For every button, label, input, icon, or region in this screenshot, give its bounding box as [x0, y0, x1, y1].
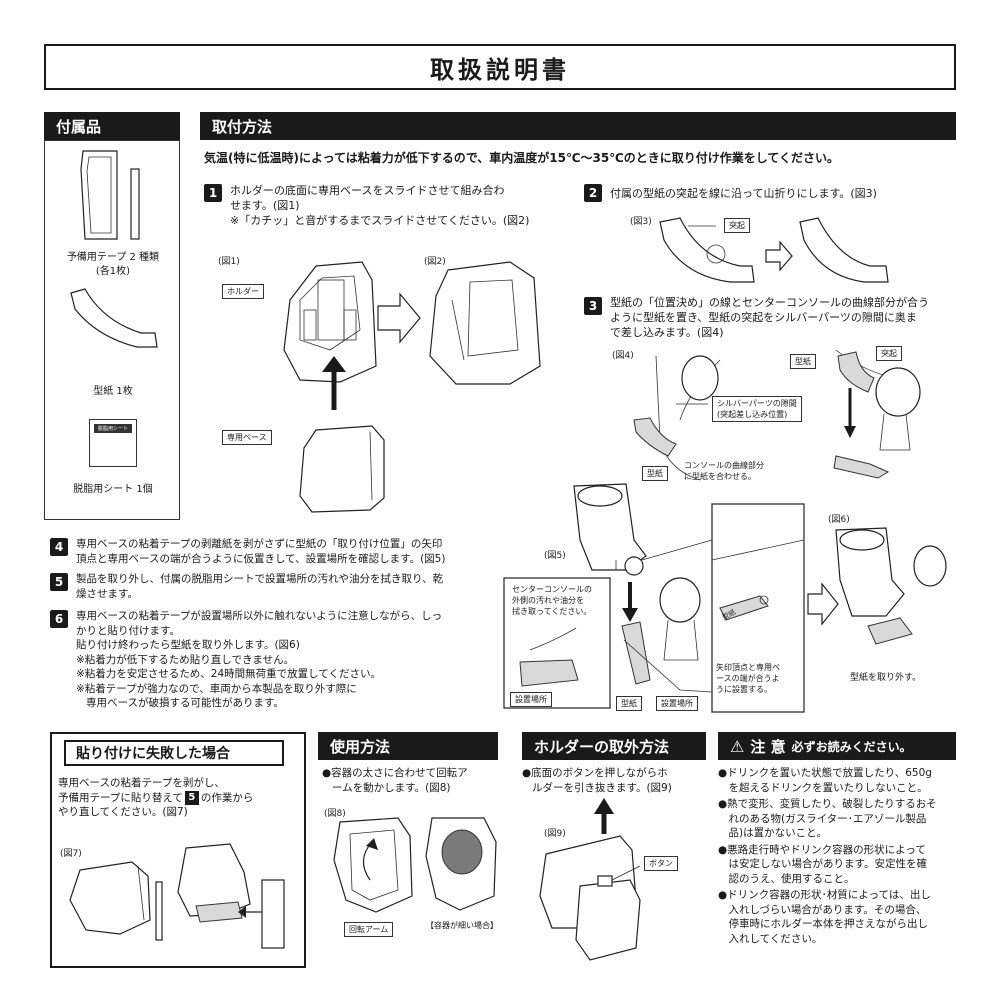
katagami-callout-fig4a: 型紙	[790, 354, 816, 369]
tape-count: (各1枚)	[95, 266, 131, 277]
page-title: 取扱説明書	[44, 44, 956, 90]
tokki-callout-fig3: 突起	[724, 218, 750, 233]
katagami-callout-fig4b: 型紙	[642, 466, 668, 481]
fig8-label: (図8)	[324, 809, 346, 819]
step-4-text: 専用ベースの粘着テープの剥離紙を剥がさずに型紙の「取り付け位置」の矢印 頂点と専…	[76, 538, 446, 565]
caution-item: ●熱で変形、変質したり、破裂したりするおそ れのある物(ガスライター･エアゾール…	[718, 798, 937, 839]
step-5-number: 5	[50, 573, 68, 591]
fig2-label: (図2)	[424, 257, 446, 267]
accessories-header: 付属品	[44, 112, 180, 140]
center-console-note: センターコンソールの 外側の汚れや油分を 拭き取ってください。	[512, 585, 592, 616]
fig9-label: (図9)	[544, 829, 566, 839]
holder-callout: ホルダー	[222, 284, 264, 299]
step-6-text: 専用ベースの粘着テープが設置場所以外に触れないように注意しながら、しっ かりと貼…	[76, 610, 443, 709]
caution-header: 注 意	[750, 737, 786, 756]
button-callout: ボタン	[644, 856, 678, 871]
template-shape	[70, 288, 158, 348]
katagami-callout-fig5: 型紙	[616, 696, 642, 711]
template-label: 型紙 1枚	[93, 386, 133, 397]
fig4-label: (図4)	[612, 351, 634, 361]
remove-template-note: 型紙を取り外す。	[850, 673, 922, 683]
step-3-number: 3	[584, 297, 602, 315]
console-curve-note: コンソールの曲線部分 に型紙を合わせる。	[684, 461, 764, 481]
step-4-number: 4	[50, 538, 68, 556]
install-place-callout-b: 設置場所	[656, 696, 698, 711]
tokki-callout-fig4: 突起	[876, 346, 902, 361]
step-2-number: 2	[584, 184, 602, 202]
fig3-label: (図3)	[630, 217, 652, 227]
failure-text: 専用ベースの粘着テープを剥がし、 予備用テープに貼り替えて 5 の作業から やり…	[58, 777, 254, 818]
step-2-text: 付属の型紙の突起を線に沿って山折りにします。(図3)	[610, 187, 877, 200]
sheet-label: 脱脂用シート 1個	[73, 484, 153, 495]
accessories-box: 予備用テープ 2 種類 (各1枚) 型紙 1枚 脱脂用シート 脱脂用シート 1個	[44, 140, 180, 520]
caution-item: ●ドリンクを置いた状態で放置したり、650g を超えるドリンクを置いたりしないこ…	[718, 767, 932, 794]
caution-item: ●悪路走行時やドリンク容器の形状によって は安定しない場合があります。安定性を確…	[718, 843, 927, 885]
caution-list: ●ドリンクを置いた状態で放置したり、650g を超えるドリンクを置いたりしないこ…	[718, 766, 964, 946]
usage-header: 使用方法	[318, 732, 498, 760]
step-6-number: 6	[50, 610, 68, 628]
install-place-callout-a: 設置場所	[510, 692, 552, 707]
arrow-apex-note: 矢印頂点と専用ベ ースの端が合うよ うに設置する。	[716, 663, 780, 694]
install-header: 取付方法	[200, 112, 956, 140]
removal-text: ●底面のボタンを押しながらホ ルダーを引き抜きます。(図9)	[522, 767, 672, 794]
caution-header-bar: ⚠ 注 意 必ずお読みください。	[718, 732, 956, 760]
tape-illustration	[70, 150, 158, 348]
failure-box	[50, 732, 306, 968]
usage-text: ●容器の太さに合わせて回転ア ームを動かします。(図8)	[322, 767, 468, 794]
removal-header: ホルダーの取外方法	[522, 732, 706, 760]
base-callout: 専用ベース	[222, 430, 272, 445]
failure-header: 貼り付けに失敗した場合	[64, 740, 284, 766]
install-intro: 気温(特に低温時)によっては粘着力が低下するので、車内温度が15℃〜35℃のとき…	[204, 151, 840, 165]
fig7-label: (図7)	[60, 849, 82, 859]
caution-item: ●ドリンク容器の形状･材質によっては、出し 入れしづらい場合があります。その場合…	[718, 889, 931, 945]
fig5-label: (図5)	[544, 551, 566, 561]
step-1-text: ホルダーの底面に専用ベースをスライドさせて組み合わ せます。(図1) ※「カチッ…	[230, 184, 530, 227]
fig6-label: (図6)	[828, 515, 850, 525]
degrease-sheet-icon: 脱脂用シート	[89, 419, 137, 467]
step-1-number: 1	[204, 184, 222, 202]
silver-gap-callout: シルバーパーツの隙間 (突起差し込み位置)	[712, 396, 802, 422]
step-3-text: 型紙の「位置決め」の線とセンターコンソールの曲線部分が合う ように型紙を置き、型…	[610, 296, 929, 339]
tape-label: 予備用テープ 2 種類	[66, 252, 160, 263]
caution-sub: 必ずお読みください。	[791, 739, 912, 754]
thin-container-label: 【容器が細い場合】	[426, 921, 498, 930]
warning-icon: ⚠	[730, 736, 745, 756]
fig1-label: (図1)	[218, 257, 240, 267]
step-5-ref-badge: 5	[184, 790, 199, 805]
arm-callout: 回転アーム	[344, 922, 394, 937]
step-5-text: 製品を取り外し、付属の脱脂用シートで設置場所の汚れや油分を拭き取り、乾 燥させま…	[76, 573, 444, 600]
